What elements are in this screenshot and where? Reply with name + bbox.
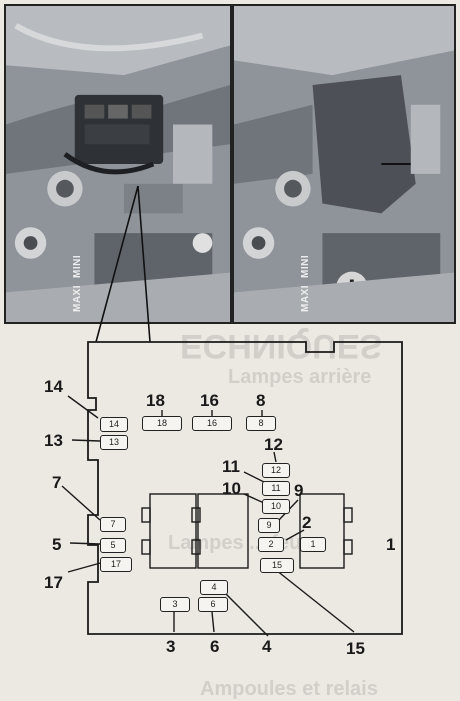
callout-3: 3 bbox=[166, 637, 176, 656]
callout-4: 4 bbox=[262, 637, 272, 656]
callout-18: 18 bbox=[146, 391, 165, 410]
callout-16: 16 bbox=[200, 391, 219, 410]
bg-heading-lampes-arriere: Lampes arrière bbox=[228, 366, 372, 388]
fuse-7: 7 bbox=[100, 517, 126, 532]
callout-13: 13 bbox=[44, 431, 63, 450]
fuse-13: 13 bbox=[100, 435, 128, 450]
fuse-box-outline bbox=[87, 341, 403, 635]
fuse-3: 3 bbox=[160, 597, 190, 612]
fuse-10: 10 bbox=[262, 499, 290, 514]
bg-section-header: ECHNIQUES bbox=[180, 327, 383, 365]
fuse-12: 12 bbox=[262, 463, 290, 478]
relay-left bbox=[141, 493, 197, 569]
callout-2: 2 bbox=[302, 513, 312, 532]
leader-7 bbox=[61, 485, 101, 521]
fuse-14: 14 bbox=[100, 417, 128, 432]
engine-bay-photo-left bbox=[4, 4, 232, 324]
leader-5 bbox=[69, 542, 101, 545]
fuse-9: 9 bbox=[258, 518, 280, 533]
callout-8: 8 bbox=[256, 391, 266, 410]
bg-heading-ampoules: Ampoules et relais bbox=[200, 678, 378, 700]
fuse-2: 2 bbox=[258, 537, 284, 552]
fuse-17: 17 bbox=[100, 557, 132, 572]
callout-7: 7 bbox=[52, 473, 62, 492]
leader-14 bbox=[67, 395, 99, 419]
fuse-6: 6 bbox=[198, 597, 228, 612]
leader-13 bbox=[71, 439, 101, 442]
fuse-18: 18 bbox=[142, 416, 182, 431]
fuse-8: 8 bbox=[246, 416, 276, 431]
leader-17 bbox=[67, 561, 105, 573]
fuse-4: 4 bbox=[200, 580, 228, 595]
callout-12: 12 bbox=[264, 435, 283, 454]
callout-11: 11 bbox=[222, 457, 240, 476]
callout-14: 14 bbox=[44, 377, 63, 396]
leader-11 bbox=[243, 471, 265, 483]
leader-6 bbox=[211, 611, 215, 633]
engine-bay-photo-right bbox=[232, 4, 456, 324]
relay-middle bbox=[191, 493, 249, 569]
maxi-label-left: MAXI bbox=[72, 285, 83, 312]
bg-heading-lampes-feux: Lampes ... feux bbox=[168, 532, 313, 554]
callout-10: 10 bbox=[222, 479, 241, 498]
leader-15 bbox=[275, 569, 355, 633]
fuse-16: 16 bbox=[192, 416, 232, 431]
callout-9: 9 bbox=[294, 481, 304, 500]
callout-5: 5 bbox=[52, 535, 62, 554]
callout-1: 1 bbox=[386, 535, 396, 554]
fuse-11: 11 bbox=[262, 481, 290, 496]
leader-10 bbox=[243, 493, 265, 504]
fuse-1: 1 bbox=[300, 537, 326, 552]
callout-15: 15 bbox=[346, 639, 365, 658]
callout-17: 17 bbox=[44, 573, 63, 592]
leader-4 bbox=[223, 591, 269, 637]
callout-6: 6 bbox=[210, 637, 220, 656]
mini-label-left: MINI bbox=[72, 254, 83, 278]
maxi-label-right: MAXI bbox=[300, 285, 311, 312]
fuse-5: 5 bbox=[100, 538, 126, 553]
mini-label-right: MINI bbox=[300, 254, 311, 278]
fuse-15: 15 bbox=[260, 558, 294, 573]
